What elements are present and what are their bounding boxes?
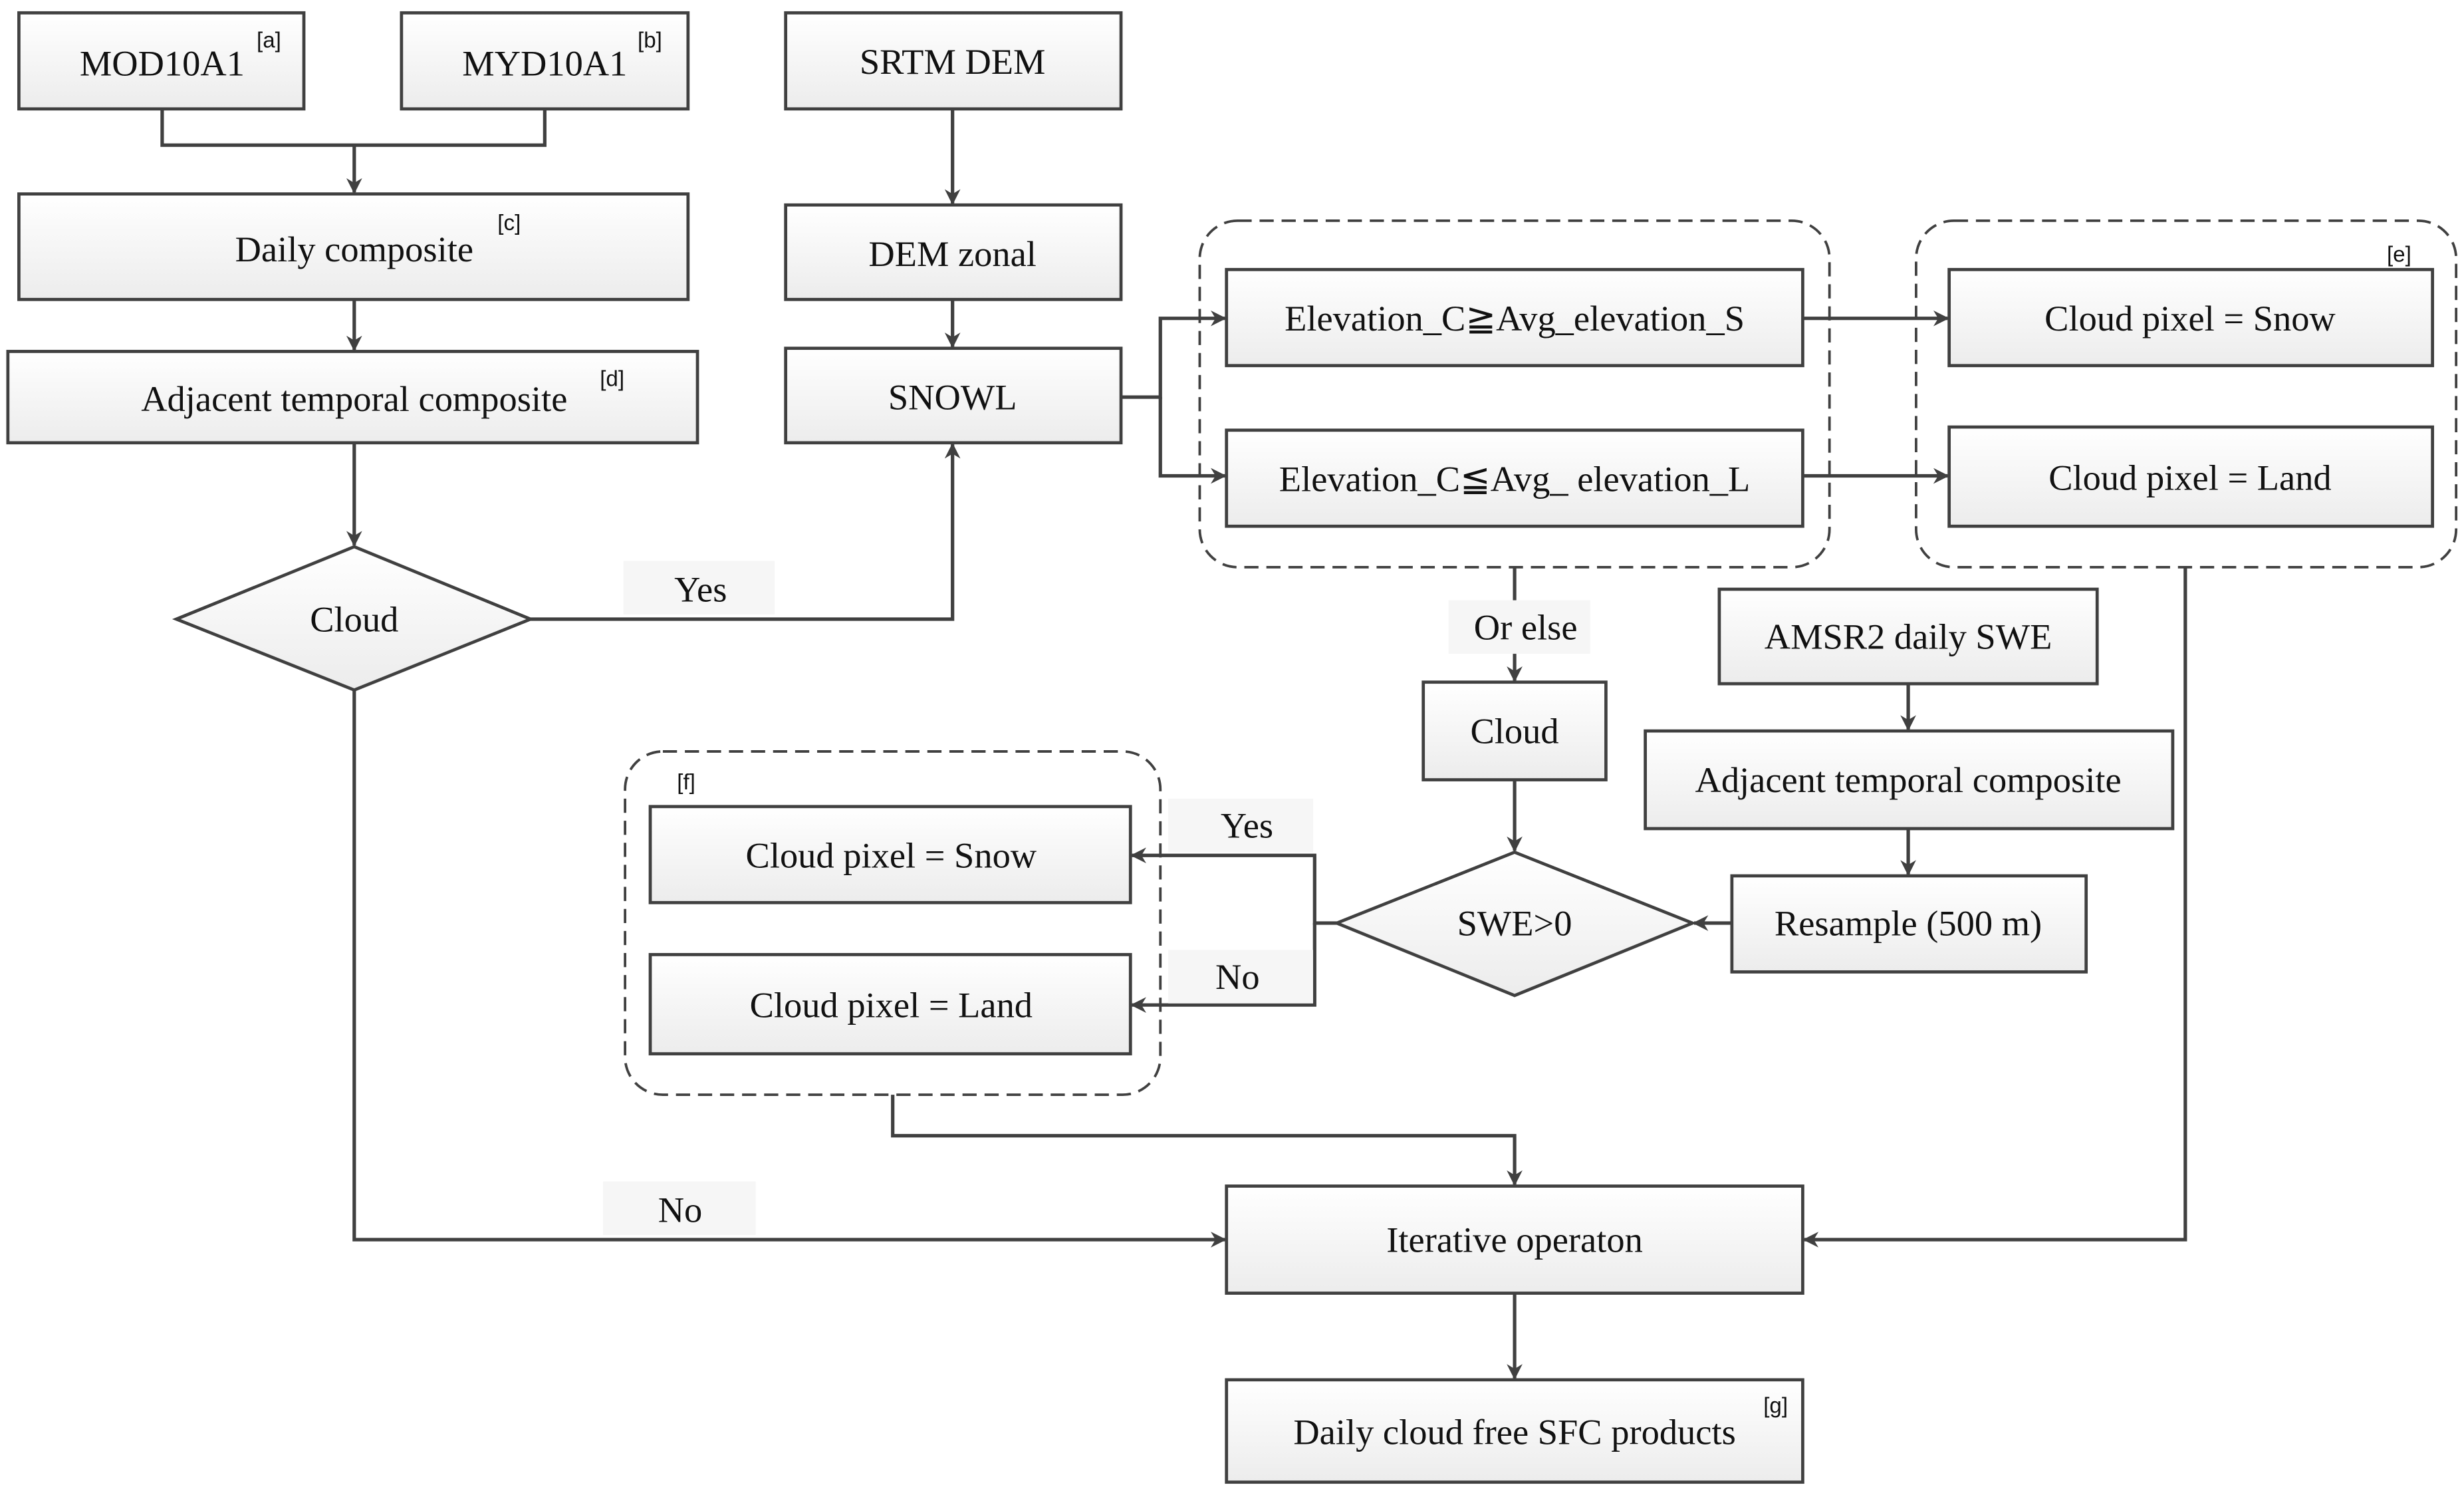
svg-text:SNOWL: SNOWL — [888, 377, 1017, 418]
svg-text:Resample (500 m): Resample (500 m) — [1775, 903, 2042, 944]
svg-text:Adjacent temporal composite: Adjacent temporal composite — [1695, 759, 2122, 800]
svg-text:Cloud: Cloud — [1470, 711, 1558, 751]
svg-text:[d]: [d] — [600, 367, 624, 392]
node-resample: Resample (500 m) — [1730, 874, 2088, 974]
group-e-ref: [e] — [2387, 242, 2411, 267]
decision-swe: SWE>0 — [1332, 850, 1697, 998]
node-amsr2: AMSR2 daily SWE — [1717, 587, 2099, 686]
node-dem-zonal: DEM zonal — [784, 203, 1123, 301]
svg-text:Cloud pixel = Snow: Cloud pixel = Snow — [2044, 298, 2336, 339]
svg-text:Daily cloud free SFC products: Daily cloud free SFC products — [1293, 1411, 1735, 1452]
node-srtm-dem: SRTM DEM — [784, 11, 1123, 111]
node-snowl: SNOWL — [784, 346, 1123, 445]
svg-text:Cloud: Cloud — [310, 599, 398, 640]
node-cloud-snow-e: Cloud pixel = Snow — [1947, 267, 2435, 368]
node-iterative: Iterative operaton — [1225, 1184, 1804, 1295]
node-adjacent-composite: Adjacent temporal composite [d] — [6, 350, 699, 445]
svg-text:[c]: [c] — [497, 211, 521, 235]
group-f — [624, 750, 1162, 1097]
node-myd10a1: MYD10A1 [b] — [400, 11, 690, 111]
cloud-yes-label: Yes — [674, 569, 727, 610]
svg-text:Cloud pixel = Snow: Cloud pixel = Snow — [746, 835, 1037, 876]
node-amsr2-adjacent: Adjacent temporal composite — [1644, 729, 2175, 831]
node-daily-composite: Daily composite [c] — [17, 192, 690, 301]
node-cloud: Cloud — [1421, 680, 1608, 781]
or-else-label: Or else — [1474, 607, 1578, 647]
elevation-group — [1198, 219, 1831, 569]
svg-text:SWE>0: SWE>0 — [1457, 903, 1572, 944]
svg-text:MYD10A1: MYD10A1 — [462, 43, 627, 84]
decision-cloud: Cloud — [172, 545, 535, 692]
swe-no-label: No — [1215, 956, 1260, 997]
node-cloud-snow-f: Cloud pixel = Snow — [648, 805, 1132, 904]
svg-text:Iterative operaton: Iterative operaton — [1386, 1220, 1643, 1260]
node-final: Daily cloud free SFC products [g] — [1225, 1378, 1804, 1484]
cloud-no-label: No — [658, 1190, 703, 1230]
svg-text:Elevation_C≦Avg_ elevation_L: Elevation_C≦Avg_ elevation_L — [1279, 459, 1750, 499]
group-e — [1915, 219, 2458, 569]
svg-text:Adjacent temporal composite: Adjacent temporal composite — [141, 378, 567, 419]
node-cloud-land-e: Cloud pixel = Land — [1947, 425, 2435, 528]
node-cloud-land-f: Cloud pixel = Land — [648, 953, 1132, 1055]
svg-text:Daily composite: Daily composite — [235, 229, 473, 269]
svg-text:[a]: [a] — [257, 28, 281, 53]
node-elevation-ge: Elevation_C≧Avg_elevation_S — [1225, 267, 1804, 368]
svg-text:[b]: [b] — [638, 28, 662, 53]
svg-text:[g]: [g] — [1763, 1394, 1788, 1419]
svg-text:DEM zonal: DEM zonal — [868, 233, 1037, 274]
svg-text:SRTM DEM: SRTM DEM — [860, 41, 1046, 82]
svg-text:MOD10A1: MOD10A1 — [80, 43, 245, 84]
svg-text:Cloud pixel = Land: Cloud pixel = Land — [2048, 457, 2331, 497]
group-f-ref: [f] — [677, 770, 695, 795]
node-elevation-le: Elevation_C≦Avg_ elevation_L — [1225, 428, 1804, 528]
node-mod10a1: MOD10A1 [a] — [17, 11, 306, 111]
swe-yes-label: Yes — [1221, 805, 1273, 846]
svg-text:Cloud pixel = Land: Cloud pixel = Land — [750, 985, 1033, 1025]
svg-text:AMSR2 daily SWE: AMSR2 daily SWE — [1765, 616, 2052, 657]
svg-text:Elevation_C≧Avg_elevation_S: Elevation_C≧Avg_elevation_S — [1285, 298, 1745, 339]
